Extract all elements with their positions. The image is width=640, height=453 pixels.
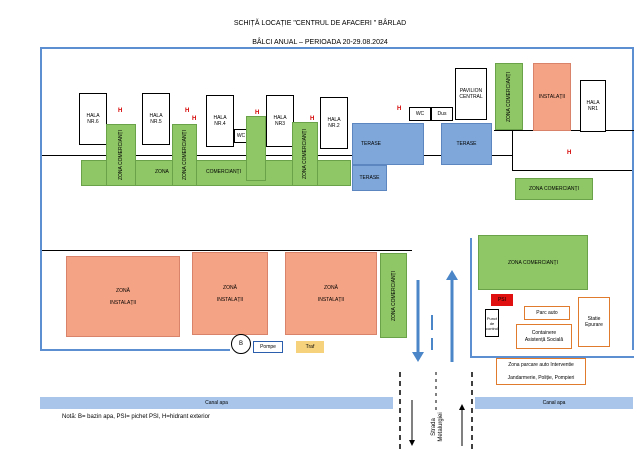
pumps-box: Pompe xyxy=(253,341,283,353)
site-boundary-bottom-left xyxy=(40,349,230,351)
commercial-zone-lower-right: ZONA COMERCIANȚI xyxy=(478,235,588,290)
alley-line xyxy=(42,155,512,156)
commercial-zone-right: ZONA COMERCIANȚI xyxy=(515,178,593,200)
hydrant-marker: H xyxy=(397,106,402,112)
hydrant-marker: H xyxy=(185,108,190,114)
installations-zone-3: ZONĂ INSTALAȚII xyxy=(285,252,377,335)
diagram-subtitle: BÂLCI ANUAL – PERIOADA 20-29.08.2024 xyxy=(252,39,388,46)
road-arrows xyxy=(399,270,473,453)
commercial-zone-vertical-4: ZONA COMERCIANȚI xyxy=(292,122,318,186)
transformer-box: Traf xyxy=(296,341,324,353)
water-basin: B xyxy=(231,334,251,354)
hydrant-marker: H xyxy=(255,110,260,116)
hall-3: HALA NR3 xyxy=(266,95,294,147)
alley-line xyxy=(512,100,513,170)
commercial-zone-vertical-5: ZONA COMERCIANȚI xyxy=(495,63,523,130)
installations-zone-1: ZONĂ INSTALAȚII xyxy=(66,256,180,337)
hydrant-marker: H xyxy=(567,150,572,156)
hall-2: HALA NR.2 xyxy=(320,97,348,149)
commercial-zone-vertical-6: ZONA COMERCIANȚI xyxy=(380,253,407,338)
terraces-3: TERASE xyxy=(352,165,387,191)
control-point: Punct de control xyxy=(485,309,499,337)
hydrant-marker: H xyxy=(118,108,123,114)
social-containers-box: Containere Asistență Socială xyxy=(516,324,572,349)
canal-left: Canal apa xyxy=(40,397,393,409)
commercial-zone-vertical-1: ZONA COMERCIANȚI xyxy=(106,124,136,186)
central-pavilion: PAVILION CENTRAL xyxy=(455,68,487,120)
legend-note: Notă: B= bazin apa, PSI= pichet PSI, H=h… xyxy=(62,414,210,420)
site-boundary-bottom-right xyxy=(470,356,634,358)
installations-zone-2: ZONĂ INSTALAȚII xyxy=(192,252,268,335)
site-boundary-inner-right xyxy=(470,238,472,358)
terraces-1: TERASE xyxy=(352,123,424,165)
treatment-station-box: Statie Epurare xyxy=(578,297,610,347)
installations-zone-top: INSTALAȚII xyxy=(533,63,571,131)
diagram-title: SCHIȚĂ LOCAȚIE "CENTRUL DE AFACERI " BÂR… xyxy=(233,20,407,27)
comercianti-label: COMERCIANȚI xyxy=(206,169,241,175)
commercial-zone-vertical-3 xyxy=(246,116,266,181)
intervention-parking-box: Zona parcare auto Interventie Jandarmeri… xyxy=(496,358,586,385)
hydrant-marker: H xyxy=(192,116,197,122)
alley-line xyxy=(42,250,412,251)
shower-box: Dus xyxy=(431,107,453,121)
site-boundary xyxy=(40,47,634,350)
wc-box-2: WC xyxy=(409,107,431,121)
hall-1: HALA NR1 xyxy=(580,80,606,132)
hydrant-marker: H xyxy=(310,116,315,122)
alley-line xyxy=(512,170,632,171)
zona-label: ZONA xyxy=(155,169,169,175)
commercial-zone-vertical-2: ZONA COMERCIANȚI xyxy=(172,124,197,186)
canal-right: Canal apa xyxy=(475,397,633,409)
psi-picket: PSI xyxy=(491,294,513,306)
parking-box: Parc auto xyxy=(524,306,570,320)
terraces-2: TERASE xyxy=(441,123,492,165)
hall-6: HALA NR.6 xyxy=(79,93,107,145)
street-label: Strada Metalurgiei xyxy=(430,412,444,442)
hall-4: HALA NR.4 xyxy=(206,95,234,147)
hall-5: HALA NR.5 xyxy=(142,93,170,145)
